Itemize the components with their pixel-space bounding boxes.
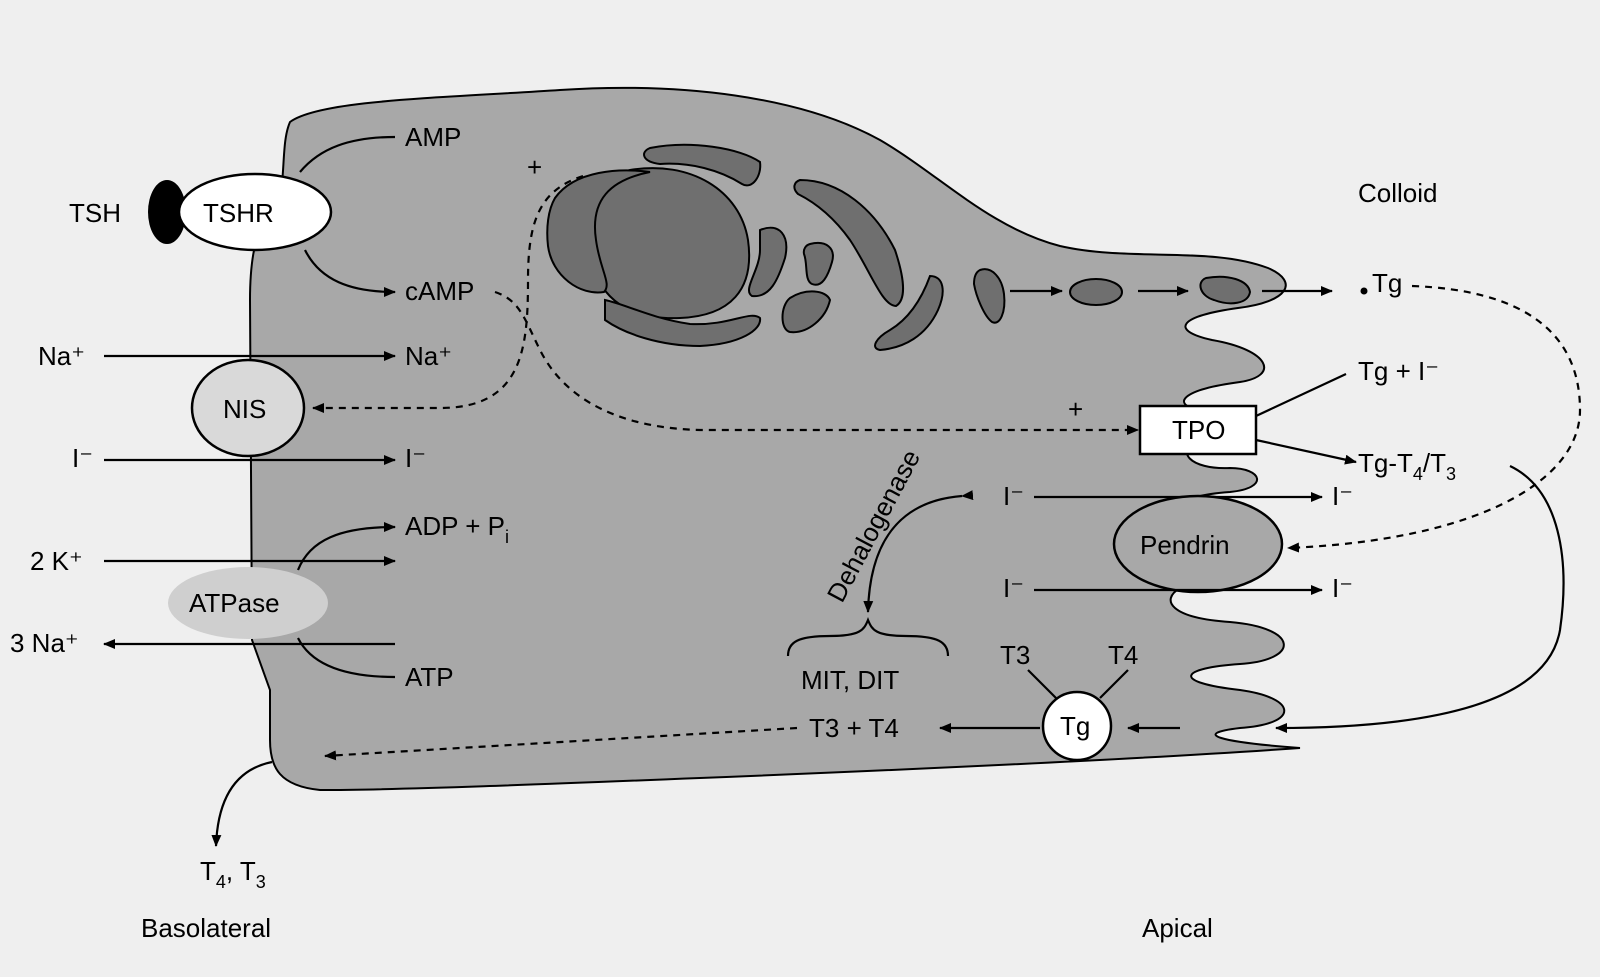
na-outside-label: Na⁺ <box>38 341 85 371</box>
golgi-fragment <box>972 268 1006 324</box>
camp-label: cAMP <box>405 276 474 306</box>
tg-protein-label: Tg <box>1060 711 1090 741</box>
na-inside-label: Na⁺ <box>405 341 452 371</box>
t4-t3-exit-label: T4, T3 <box>200 856 266 892</box>
tshr-label: TSHR <box>203 198 274 228</box>
atpase-pump <box>168 567 328 639</box>
iodide-apical-2-out-label: I⁻ <box>1332 573 1353 603</box>
iodide-inside-label: I⁻ <box>405 443 426 473</box>
iodide-apical-2-in-label: I⁻ <box>1003 573 1024 603</box>
pendrin-transporter <box>1112 494 1284 594</box>
potassium-label: 2 K⁺ <box>30 546 83 576</box>
amp-label: AMP <box>405 122 461 152</box>
hormone-exit-arrow <box>211 760 273 847</box>
colloid-label: Colloid <box>1358 178 1438 208</box>
t4-link <box>1099 669 1129 699</box>
er-fragment <box>874 274 944 352</box>
iodide-outside-label: I⁻ <box>72 443 93 473</box>
tg-colloid-label: Tg <box>1372 268 1402 298</box>
tpo-label: TPO <box>1172 415 1225 445</box>
vesicle <box>1069 278 1123 306</box>
atpase-label: ATPase <box>189 588 280 618</box>
mit-dit-brace <box>786 617 950 657</box>
er-fragment <box>604 298 762 348</box>
tpo-enzyme <box>1138 404 1258 456</box>
tg-dot <box>1360 287 1368 295</box>
tshr-to-camp-arrow <box>304 249 396 297</box>
mit-dit-label: MIT, DIT <box>801 665 899 695</box>
iodide-apical-1-out-label: I⁻ <box>1332 481 1353 511</box>
tpo-to-substrate-line <box>1255 373 1347 417</box>
t4-small-label: T4 <box>1108 640 1138 670</box>
plus-tpo-label: + <box>1068 394 1083 424</box>
tshr-receptor <box>177 172 333 252</box>
t3-small-label: T3 <box>1000 640 1030 670</box>
tg-t4-t3-label: Tg-T4/T3 <box>1358 448 1456 484</box>
vesicle <box>1199 275 1252 305</box>
nis-transporter <box>190 358 306 458</box>
iodide-apical-1-in-label: I⁻ <box>1003 481 1024 511</box>
t3-link <box>1027 669 1057 699</box>
er-fragment <box>781 290 832 334</box>
atp-to-atpase-line <box>297 637 396 679</box>
endocytosis-arrow <box>1275 465 1565 733</box>
camp-to-nis-dashed-arrow <box>312 174 584 413</box>
camp-to-tpo-dashed-arrow <box>494 290 1139 435</box>
er-fragment <box>802 242 834 286</box>
atp-label: ATP <box>405 662 454 692</box>
nis-label: NIS <box>223 394 266 424</box>
sodium-out-label: 3 Na⁺ <box>10 628 79 658</box>
tsh-molecule <box>148 180 186 244</box>
dehalogenase-arrow <box>863 490 974 613</box>
er-fragment <box>546 169 651 294</box>
tg-plus-iodide-label: Tg + I⁻ <box>1358 356 1439 386</box>
pendrin-label: Pendrin <box>1140 530 1230 560</box>
basolateral-label: Basolateral <box>141 913 271 943</box>
tsh-label: TSH <box>69 198 121 228</box>
tpo-to-product-arrow <box>1255 438 1357 465</box>
t3-t4-label: T3 + T4 <box>809 713 899 743</box>
hormone-release-dashed-arrow <box>324 726 798 761</box>
tshr-to-amp-line <box>299 135 396 173</box>
er-fragment <box>793 178 904 308</box>
plus-top-label: + <box>527 152 542 182</box>
adp-pi-label: ADP + Pi <box>405 511 509 547</box>
er-fragment <box>748 226 788 298</box>
apical-label: Apical <box>1142 913 1213 943</box>
er-fragment <box>643 143 762 187</box>
tg-protein <box>1041 690 1113 762</box>
tg-to-pendrin-dashed-arrow <box>1287 284 1582 553</box>
